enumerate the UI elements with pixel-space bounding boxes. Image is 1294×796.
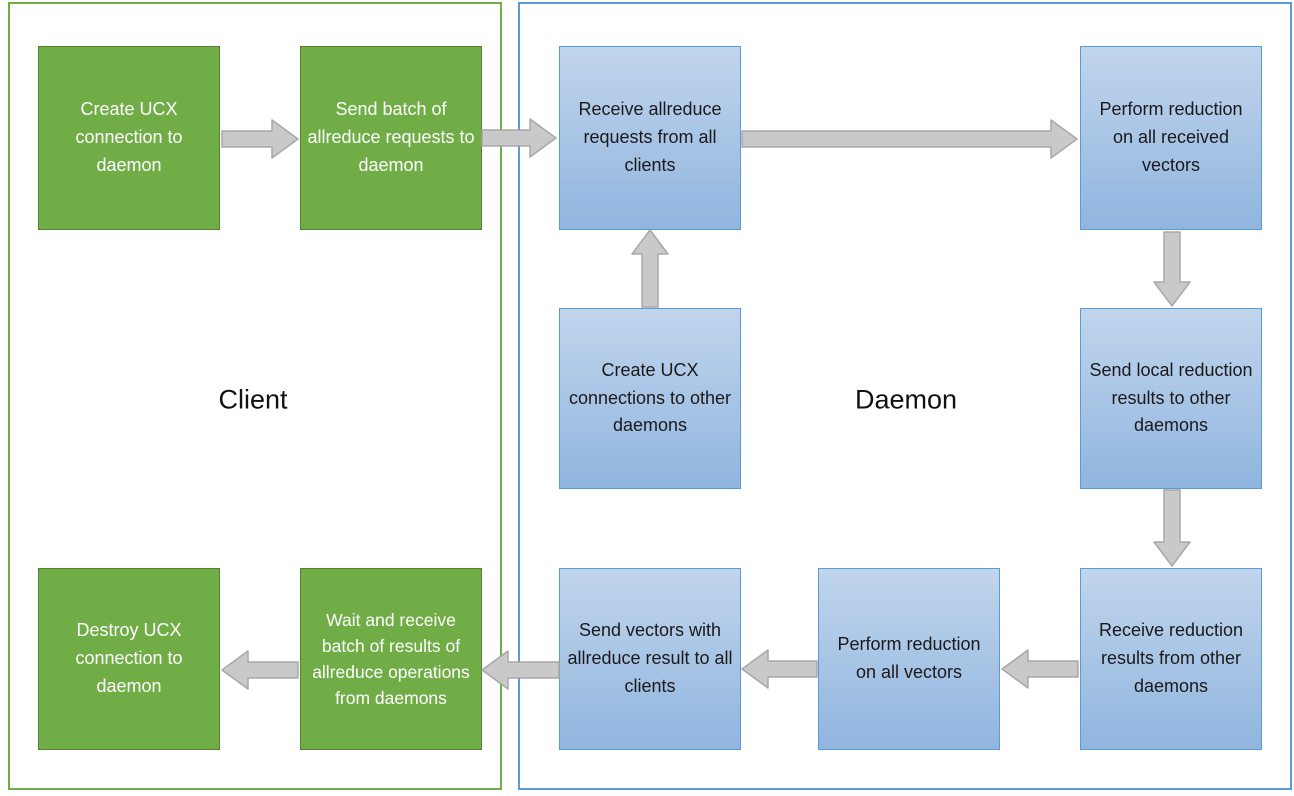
- flow-box-send-local-results: Send local reduction results to other da…: [1080, 308, 1262, 489]
- flow-box-send-vectors-result: Send vectors with allreduce result to al…: [559, 568, 741, 750]
- flow-box-perform-reduction-all: Perform reduction on all vectors: [818, 568, 1000, 750]
- flow-box-perform-reduction-received: Perform reduction on all received vector…: [1080, 46, 1262, 230]
- flow-box-receive-allreduce-requests: Receive allreduce requests from all clie…: [559, 46, 741, 230]
- flow-box-create-ucx-connections: Create UCX connections to other daemons: [559, 308, 741, 489]
- flow-box-send-batch-requests: Send batch of allreduce requests to daem…: [300, 46, 482, 230]
- flow-box-destroy-ucx-connection: Destroy UCX connection to daemon: [38, 568, 220, 750]
- flow-box-create-ucx-connection: Create UCX connection to daemon: [38, 46, 220, 230]
- flow-box-wait-receive-results: Wait and receive batch of results of all…: [300, 568, 482, 750]
- daemon-section-label: Daemon: [854, 384, 958, 415]
- daemon-section-frame: [518, 2, 1292, 790]
- client-section-frame: [8, 2, 502, 790]
- flow-box-receive-reduction-results: Receive reduction results from other dae…: [1080, 568, 1262, 750]
- client-section-label: Client: [218, 384, 288, 415]
